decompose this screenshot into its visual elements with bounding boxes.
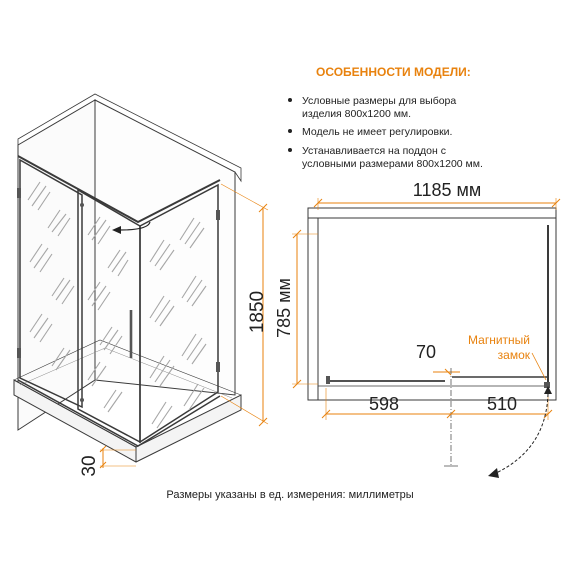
slide-direction-arrow — [112, 221, 151, 234]
magnet-lock-label-1: Магнитный — [468, 333, 530, 347]
bullet-icon — [288, 148, 292, 152]
bullet-icon — [288, 129, 292, 133]
feature-1-line-1: Условные размеры для выбора — [302, 95, 456, 107]
door-centerline — [444, 368, 458, 467]
feature-3-line-1: Устанавливается на поддон с — [302, 145, 446, 157]
feature-1-line-2: изделия 800х1200 мм. — [302, 108, 411, 120]
magnet-lock-leader — [531, 352, 547, 381]
door-swing-arrow — [488, 386, 552, 478]
door-offset-dimension — [433, 368, 460, 376]
enclosure-3d-view — [13, 93, 242, 463]
glass-texture — [27, 181, 207, 429]
bottom-dimensions — [321, 388, 553, 420]
feature-2-line-1: Модель не имеет регулировки. — [302, 126, 452, 138]
width-dimension — [313, 198, 561, 210]
tray-height-dimension — [99, 445, 136, 469]
side-depth-label: 785 мм — [274, 278, 294, 338]
bullet-icon — [288, 98, 292, 102]
plan-view — [307, 207, 557, 401]
wall-outline — [307, 207, 557, 401]
side-depth-dimension — [292, 229, 318, 389]
front-fixed-glass — [19, 158, 83, 409]
width-total-label: 1185 мм — [413, 180, 481, 200]
left-wall — [17, 99, 96, 431]
units-note: Размеры указаны в ед. измерения: миллиме… — [166, 489, 413, 501]
door-offset-label: 70 — [416, 342, 436, 362]
feature-3-line-2: условными размерами 800х1200 мм. — [302, 158, 483, 170]
fixed-part-label: 598 — [369, 394, 399, 414]
features-list: Условные размеры для выбора изделия 800х… — [288, 95, 483, 170]
tray-height-label: 30 — [79, 455, 100, 476]
magnet-lock-label-2: замок — [498, 348, 531, 362]
back-wall — [94, 99, 236, 396]
height-dimension — [220, 183, 269, 427]
side-fixed-glass — [139, 183, 219, 444]
door-opening-label: 510 — [487, 394, 517, 414]
height-total-label: 1850 — [247, 291, 268, 333]
features-title: ОСОБЕННОСТИ МОДЕЛИ: — [316, 65, 471, 79]
